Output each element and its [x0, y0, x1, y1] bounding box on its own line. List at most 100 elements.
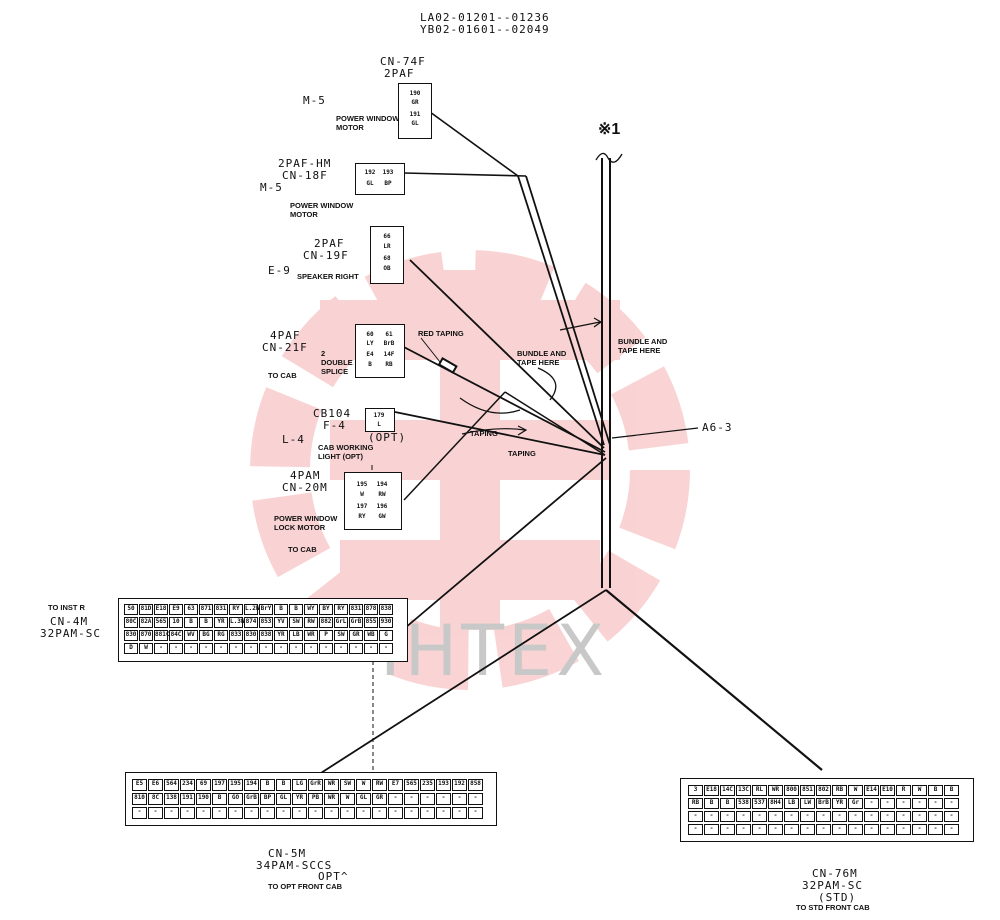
pin-cell: GrB [244, 793, 259, 805]
pin-cell: 3 [688, 785, 703, 796]
pin-cell: - [832, 824, 847, 835]
pin-cell: 195 [228, 779, 243, 791]
pin-cell: - [896, 811, 911, 822]
pin: 192 [364, 169, 376, 176]
pin: BrB [383, 340, 395, 347]
cn19f-name: CN-19F [303, 249, 349, 262]
pin-cell: B [274, 604, 288, 615]
pin-cell: 8C [148, 793, 163, 805]
cn4m-to: TO INST R [48, 603, 85, 612]
pin-cell: - [132, 807, 147, 819]
pin-cell: 191 [180, 793, 195, 805]
pin-cell: 830 [244, 630, 258, 641]
cn19f-desc1: SPEAKER RIGHT [297, 272, 359, 281]
pin-cell: 838 [259, 630, 273, 641]
pin-cell: WR [324, 793, 339, 805]
pin-cell: 14C [720, 785, 735, 796]
pin-cell: 192 [452, 779, 467, 791]
pin-cell: - [388, 793, 403, 805]
pin-cell: - [848, 811, 863, 822]
pin-cell: - [340, 807, 355, 819]
pin-cell: B [928, 785, 943, 796]
pin: BP [384, 180, 392, 187]
pin-cell: - [308, 807, 323, 819]
pin-cell: 831 [349, 604, 363, 615]
pin-cell: - [800, 824, 815, 835]
pin-cell: B [720, 798, 735, 809]
pin-cell: 537 [752, 798, 767, 809]
pin-cell: 882 [319, 617, 333, 628]
cb104-desc2: LIGHT (OPT) [318, 452, 363, 461]
pin-cell: RB [688, 798, 703, 809]
pin-cell: - [364, 643, 378, 654]
pin-cell: - [832, 811, 847, 822]
pin-cell: LW [800, 798, 815, 809]
pin-cell: E18 [704, 785, 719, 796]
pin-cell: 81D [139, 604, 153, 615]
pin-cell: WR [304, 630, 318, 641]
cn20m-name: CN-20M [282, 481, 328, 494]
pin-cell: - [468, 807, 483, 819]
pin-cell: WR [768, 785, 783, 796]
pin-cell: 858 [468, 779, 483, 791]
cn21f-splice1: 2 [321, 349, 326, 358]
pin-cell: - [704, 811, 719, 822]
pin-cell: SW [334, 630, 348, 641]
cb104-opt: (OPT) [368, 431, 407, 444]
pin-cell: B [289, 604, 303, 615]
pin: 61 [385, 331, 393, 338]
pin-cell: - [452, 793, 467, 805]
pin-cell: 8H4 [768, 798, 783, 809]
pin-cell: - [184, 643, 198, 654]
pin-cell: GL [356, 793, 371, 805]
cn20m-type: 4PAM [290, 469, 321, 482]
cn18f-ref: M-5 [260, 181, 283, 194]
reference-mark: ※1 [598, 121, 621, 138]
pin-cell: PB [308, 793, 323, 805]
cn74f-name: CN-74F [380, 55, 426, 68]
pin-cell: - [259, 643, 273, 654]
pin-cell: D [124, 643, 138, 654]
pin-cell: R [896, 785, 911, 796]
cn19f-connector: 66 LR 68 OB [370, 226, 404, 284]
pin: 179 [373, 412, 385, 419]
pin-cell: - [304, 643, 318, 654]
bundle-note-1b: TAPE HERE [618, 346, 661, 355]
pin: GL [366, 180, 374, 187]
cn76m-type: 32PAM-SC [802, 879, 863, 892]
pin-cell: L.3W [229, 617, 244, 628]
pin-cell: - [736, 811, 751, 822]
pin-cell: GR [372, 793, 387, 805]
pin-cell: LB [784, 798, 799, 809]
pin-cell: - [816, 824, 831, 835]
cn76m-to: TO STD FRONT CAB [796, 903, 870, 912]
pin-cell: YR [292, 793, 307, 805]
cb104-sub: F-4 [323, 419, 346, 432]
pin-cell: - [768, 824, 783, 835]
pin-cell: - [928, 798, 943, 809]
pin-cell: - [180, 807, 195, 819]
cn18f-desc2: MOTOR [290, 210, 318, 219]
pin-cell: E14 [864, 785, 879, 796]
pin-cell: - [420, 793, 435, 805]
cn19f-ref: E-9 [268, 264, 291, 277]
cn5m-type: 34PAM-SCCS [256, 859, 333, 872]
pin-cell: 50 [124, 604, 138, 615]
pin-cell: RB [832, 785, 847, 796]
cn5m-opt: OPT^ [318, 870, 349, 883]
pin-cell: - [784, 811, 799, 822]
branch-label: A6-3 [702, 421, 733, 434]
pin-cell: - [848, 824, 863, 835]
cb104-name: CB104 [313, 407, 352, 420]
model-range-line1: LA02-01201--01236 [420, 11, 550, 24]
pin-cell: YV [274, 617, 288, 628]
pin-cell: - [896, 798, 911, 809]
pin-cell: - [944, 824, 959, 835]
pin-cell: - [274, 643, 288, 654]
pin-cell: - [720, 811, 735, 822]
pin-cell: - [752, 824, 767, 835]
pin-cell: - [912, 811, 927, 822]
pin-cell: 190 [196, 793, 211, 805]
pin-cell: WV [184, 630, 198, 641]
